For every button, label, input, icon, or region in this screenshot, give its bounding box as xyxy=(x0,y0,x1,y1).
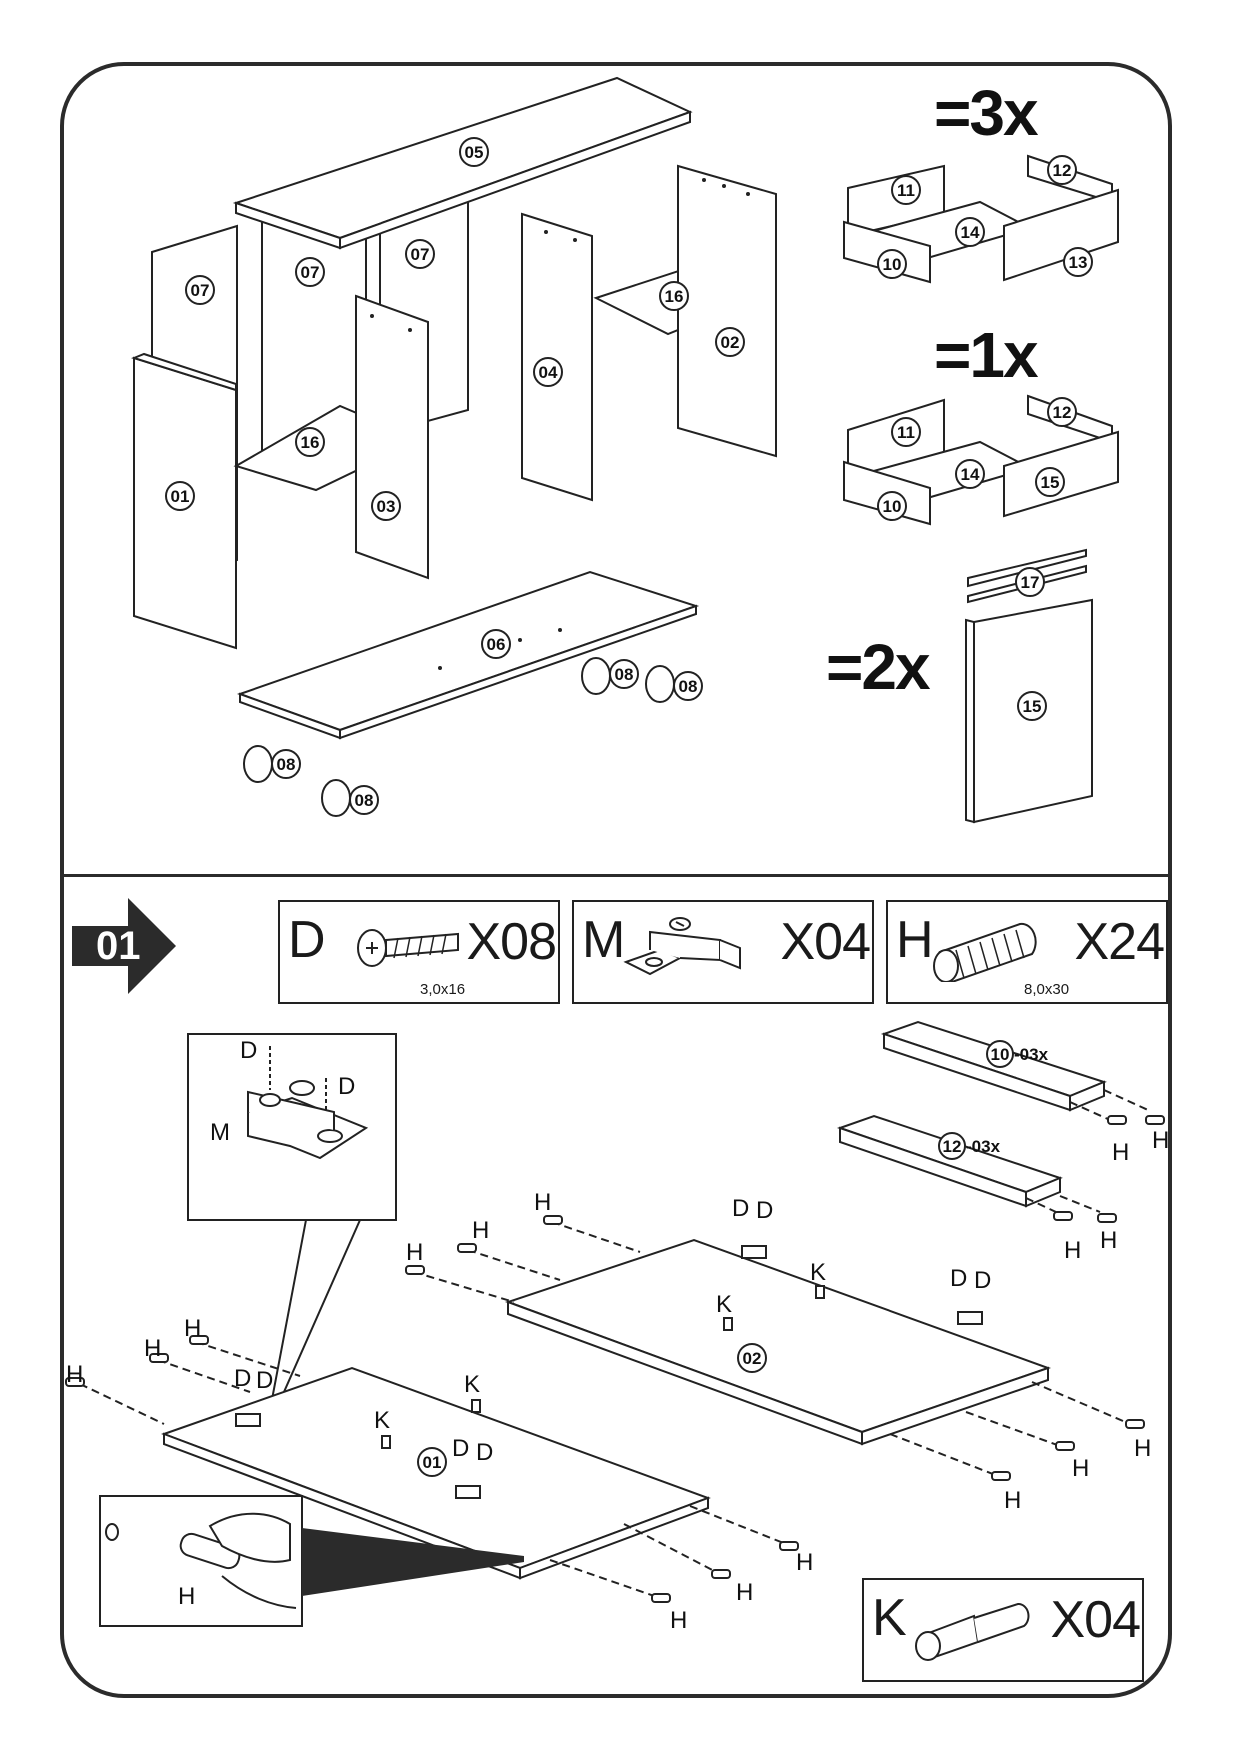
hardware-box-h: H X24 8,0x30 xyxy=(886,900,1168,1004)
dowel-label: H xyxy=(1152,1127,1169,1154)
board-label-01: 01 xyxy=(423,1453,442,1472)
dowel-label: H xyxy=(184,1315,201,1342)
dowel-label: H xyxy=(1134,1435,1151,1462)
hardware-letter: M xyxy=(582,911,626,969)
hardware-quantity: X24 xyxy=(1074,913,1165,971)
detail-label-d: D xyxy=(338,1073,355,1100)
part-label-08: 08 xyxy=(679,677,698,696)
set-quantity-2x: =2x xyxy=(826,631,931,703)
hardware-quantity: X04 xyxy=(1050,1591,1141,1649)
part-label-16: 16 xyxy=(665,287,684,306)
dowel-label: H xyxy=(1064,1237,1081,1264)
dowel-label: H xyxy=(1004,1487,1021,1514)
dowel-label: H xyxy=(736,1579,753,1606)
hardware-box-k: K X04 xyxy=(862,1578,1144,1682)
part-label-15: 15 xyxy=(1041,473,1060,492)
step-number: 01 xyxy=(96,924,141,968)
hardware-letter: H xyxy=(896,911,934,969)
pin-label: K xyxy=(810,1259,826,1286)
part-label-11: 11 xyxy=(897,181,915,200)
screw-label: D xyxy=(756,1197,773,1224)
dowel-label: H xyxy=(534,1189,551,1216)
dowel-label: H xyxy=(144,1335,161,1362)
pin-label: K xyxy=(374,1407,390,1434)
drawer-front-13 xyxy=(1003,188,1119,282)
part-label-05: 05 xyxy=(465,143,484,162)
hand-detail-label: H xyxy=(178,1583,195,1610)
rail-label-10: 10 xyxy=(991,1045,1010,1064)
detail-label-d: D xyxy=(240,1037,257,1064)
hardware-box-m: M X04 xyxy=(572,900,874,1004)
screw-label: D xyxy=(950,1265,967,1292)
screw-label: D xyxy=(732,1195,749,1222)
dowel-label: H xyxy=(472,1217,489,1244)
hardware-letter: D xyxy=(288,911,326,969)
wooden-dowel-icon xyxy=(933,922,1037,982)
hardware-quantity: X04 xyxy=(780,913,871,971)
part-label-12: 12 xyxy=(1053,403,1072,422)
pin-label: K xyxy=(464,1371,480,1398)
part-label-12: 12 xyxy=(1053,161,1072,180)
part-label-07: 07 xyxy=(301,263,320,282)
hardware-size: 3,0x16 xyxy=(420,981,466,998)
screw-label: D xyxy=(256,1367,273,1394)
hardware-letter: K xyxy=(872,1589,907,1647)
dowel-label: H xyxy=(1100,1227,1117,1254)
section-divider xyxy=(64,874,1168,877)
dowel-label: H xyxy=(66,1361,83,1388)
dowel-label: H xyxy=(1072,1455,1089,1482)
rail-label-12: 12 xyxy=(943,1137,962,1156)
detail-label-m: M xyxy=(210,1119,230,1146)
pin-label: K xyxy=(716,1291,732,1318)
dowel-label: H xyxy=(406,1239,423,1266)
exploded-overview-illustration: 05 07 07 07 16 02 04 16 01 03 06 08 08 0… xyxy=(131,76,1119,824)
step-arrow-icon xyxy=(72,898,176,994)
part-label-02: 02 xyxy=(721,333,740,352)
part-label-08: 08 xyxy=(355,791,374,810)
rail-quantity-10: -03x xyxy=(1014,1045,1049,1064)
set-quantity-1x: =1x xyxy=(934,319,1039,391)
part-label-13: 13 xyxy=(1069,253,1088,272)
cam-pin-icon xyxy=(915,1603,1030,1661)
dowel-label: H xyxy=(796,1549,813,1576)
part-label-08: 08 xyxy=(277,755,296,774)
page-frame xyxy=(60,62,1172,1698)
hardware-quantity: X08 xyxy=(466,913,557,971)
hardware-box-d: D X08 3,0x16 xyxy=(278,900,560,1004)
part-label-01: 01 xyxy=(171,487,190,506)
panel-04 xyxy=(521,212,593,502)
part-label-07: 07 xyxy=(411,245,430,264)
panel-05-front xyxy=(339,110,691,250)
part-label-16: 16 xyxy=(301,433,320,452)
board-label-02: 02 xyxy=(743,1349,762,1368)
part-label-04: 04 xyxy=(539,363,558,382)
part-label-14: 14 xyxy=(961,223,980,242)
part-label-03: 03 xyxy=(377,497,396,516)
rail-quantity-12: -03x xyxy=(966,1137,1001,1156)
part-label-08: 08 xyxy=(615,665,634,684)
screw-icon xyxy=(357,929,459,967)
part-label-17: 17 xyxy=(1021,573,1040,592)
screw-label: D xyxy=(974,1267,991,1294)
hardware-size: 8,0x30 xyxy=(1024,981,1070,998)
panel-02 xyxy=(677,164,777,458)
screw-label: D xyxy=(234,1365,251,1392)
part-label-07: 07 xyxy=(191,281,210,300)
set-quantity-3x: =3x xyxy=(934,77,1039,149)
part-label-15: 15 xyxy=(1023,697,1042,716)
screw-label: D xyxy=(452,1435,469,1462)
part-label-14: 14 xyxy=(961,465,980,484)
part-label-11: 11 xyxy=(897,423,915,442)
part-label-10: 10 xyxy=(883,497,902,516)
part-label-06: 06 xyxy=(487,635,506,654)
screw-label: D xyxy=(476,1439,493,1466)
dowel-label: H xyxy=(1112,1139,1129,1166)
part-label-10: 10 xyxy=(883,255,902,274)
drawer-runner-bracket-icon xyxy=(623,917,741,976)
dowel-label: H xyxy=(670,1607,687,1634)
